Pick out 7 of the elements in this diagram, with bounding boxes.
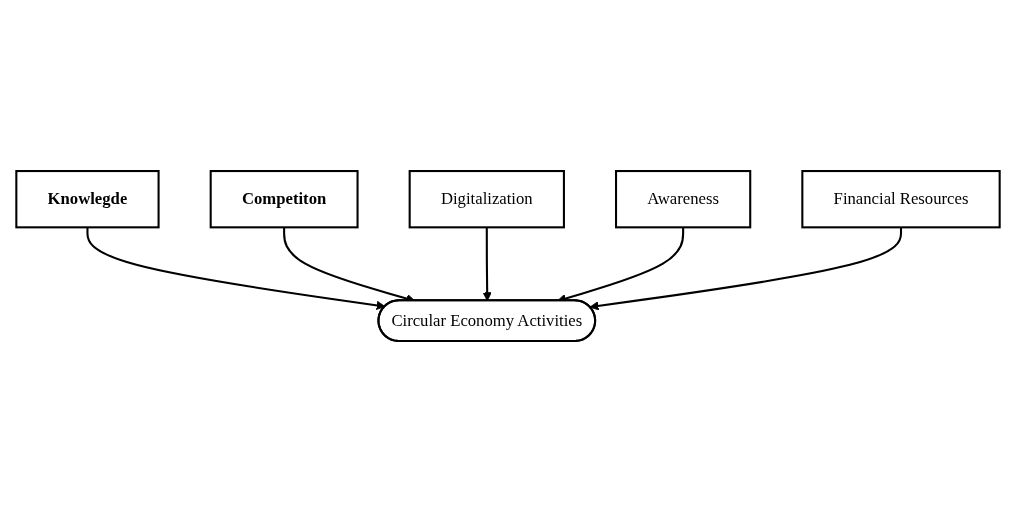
node-box: Awareness [615,169,752,228]
node-box: Competiton [209,169,359,228]
node-box: Knowlegde [15,169,160,228]
arrow [86,226,386,310]
node-box: Digitalization [408,169,565,228]
arrow [589,226,903,310]
node-box: Financial Resources [801,169,1001,228]
